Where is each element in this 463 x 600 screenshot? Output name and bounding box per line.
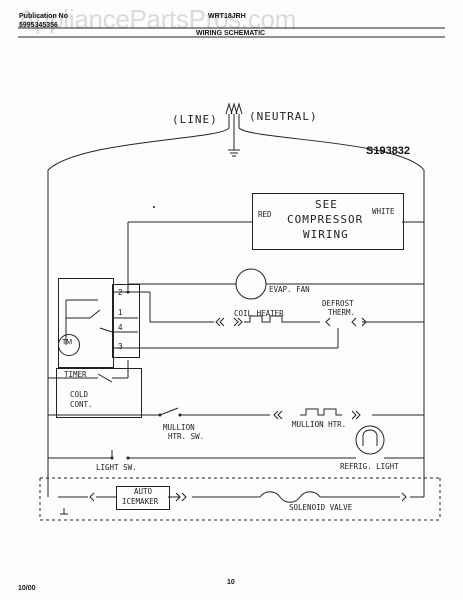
timer-pin-2: 2 — [118, 288, 123, 297]
compressor-wiring: WIRING — [303, 228, 349, 241]
compressor-label: COMPRESSOR — [287, 213, 364, 226]
timer-pin-1: 1 — [118, 308, 123, 317]
connector-chevrons — [89, 317, 407, 502]
solenoid-valve-label: SOLENOID VALVE — [289, 503, 353, 512]
refrig-light-symbol — [355, 425, 385, 455]
cold-control-box — [56, 368, 142, 418]
defrost-therm-label: THERM. — [328, 308, 356, 317]
evap-fan-label: EVAP. FAN — [269, 285, 310, 294]
timer-box — [58, 278, 114, 368]
part-code: S193832 — [366, 145, 411, 157]
refrig-light-label: REFRIG. LIGHT — [340, 462, 399, 471]
defrost-label: DEFROST — [322, 299, 354, 308]
auto-icemaker-box — [116, 486, 170, 510]
mullion-switch-blade — [159, 407, 179, 416]
white-wire-label: WHITE — [372, 207, 395, 216]
junction-dots — [110, 206, 182, 460]
timer-terminal-block — [112, 284, 140, 358]
compressor-see: SEE — [315, 198, 338, 211]
mullion-switch-label-2: HTR. SW. — [168, 432, 205, 441]
cold-control-label-1: COLD — [70, 390, 89, 399]
footer-date: 10/00 — [18, 585, 36, 592]
line-label: (LINE) — [172, 113, 218, 126]
coil-heater-element — [244, 315, 288, 323]
light-switch-label: LIGHT SW. — [96, 463, 137, 472]
mullion-switch-label-1: MULLION — [163, 423, 195, 432]
red-wire-label: RED — [258, 210, 272, 219]
timer-motor-icon — [58, 334, 80, 356]
publication-label: Publication No — [19, 13, 68, 20]
compressor-wiring-box — [252, 193, 404, 250]
auto-icemaker-label-2: ICEMAKER — [122, 497, 159, 506]
evap-fan-symbol — [235, 268, 267, 300]
schematic-title: WIRING SCHEMATIC — [196, 30, 266, 37]
cold-control-label-2: CONT. — [70, 400, 93, 409]
mullion-heater-element — [300, 408, 342, 416]
timer-pin-4: 4 — [118, 323, 123, 332]
auto-icemaker-label-1: AUTO — [134, 487, 153, 496]
footer-page-number: 10 — [227, 579, 235, 586]
timer-label: TIMER — [64, 370, 87, 379]
timer-pin-3: 3 — [118, 342, 123, 351]
publication-number: 5995345356 — [19, 22, 58, 29]
model-number: WRT18JRH — [208, 13, 246, 20]
timer-motor-label: TM — [62, 339, 73, 346]
power-plug-symbol — [47, 102, 425, 171]
coil-heater-label: COIL HEATER — [234, 309, 284, 318]
neutral-label: (NEUTRAL) — [249, 110, 318, 123]
ground-symbol — [228, 149, 240, 157]
solenoid-coil — [259, 491, 321, 503]
mullion-heater-label: MULLION HTR. — [292, 420, 347, 429]
